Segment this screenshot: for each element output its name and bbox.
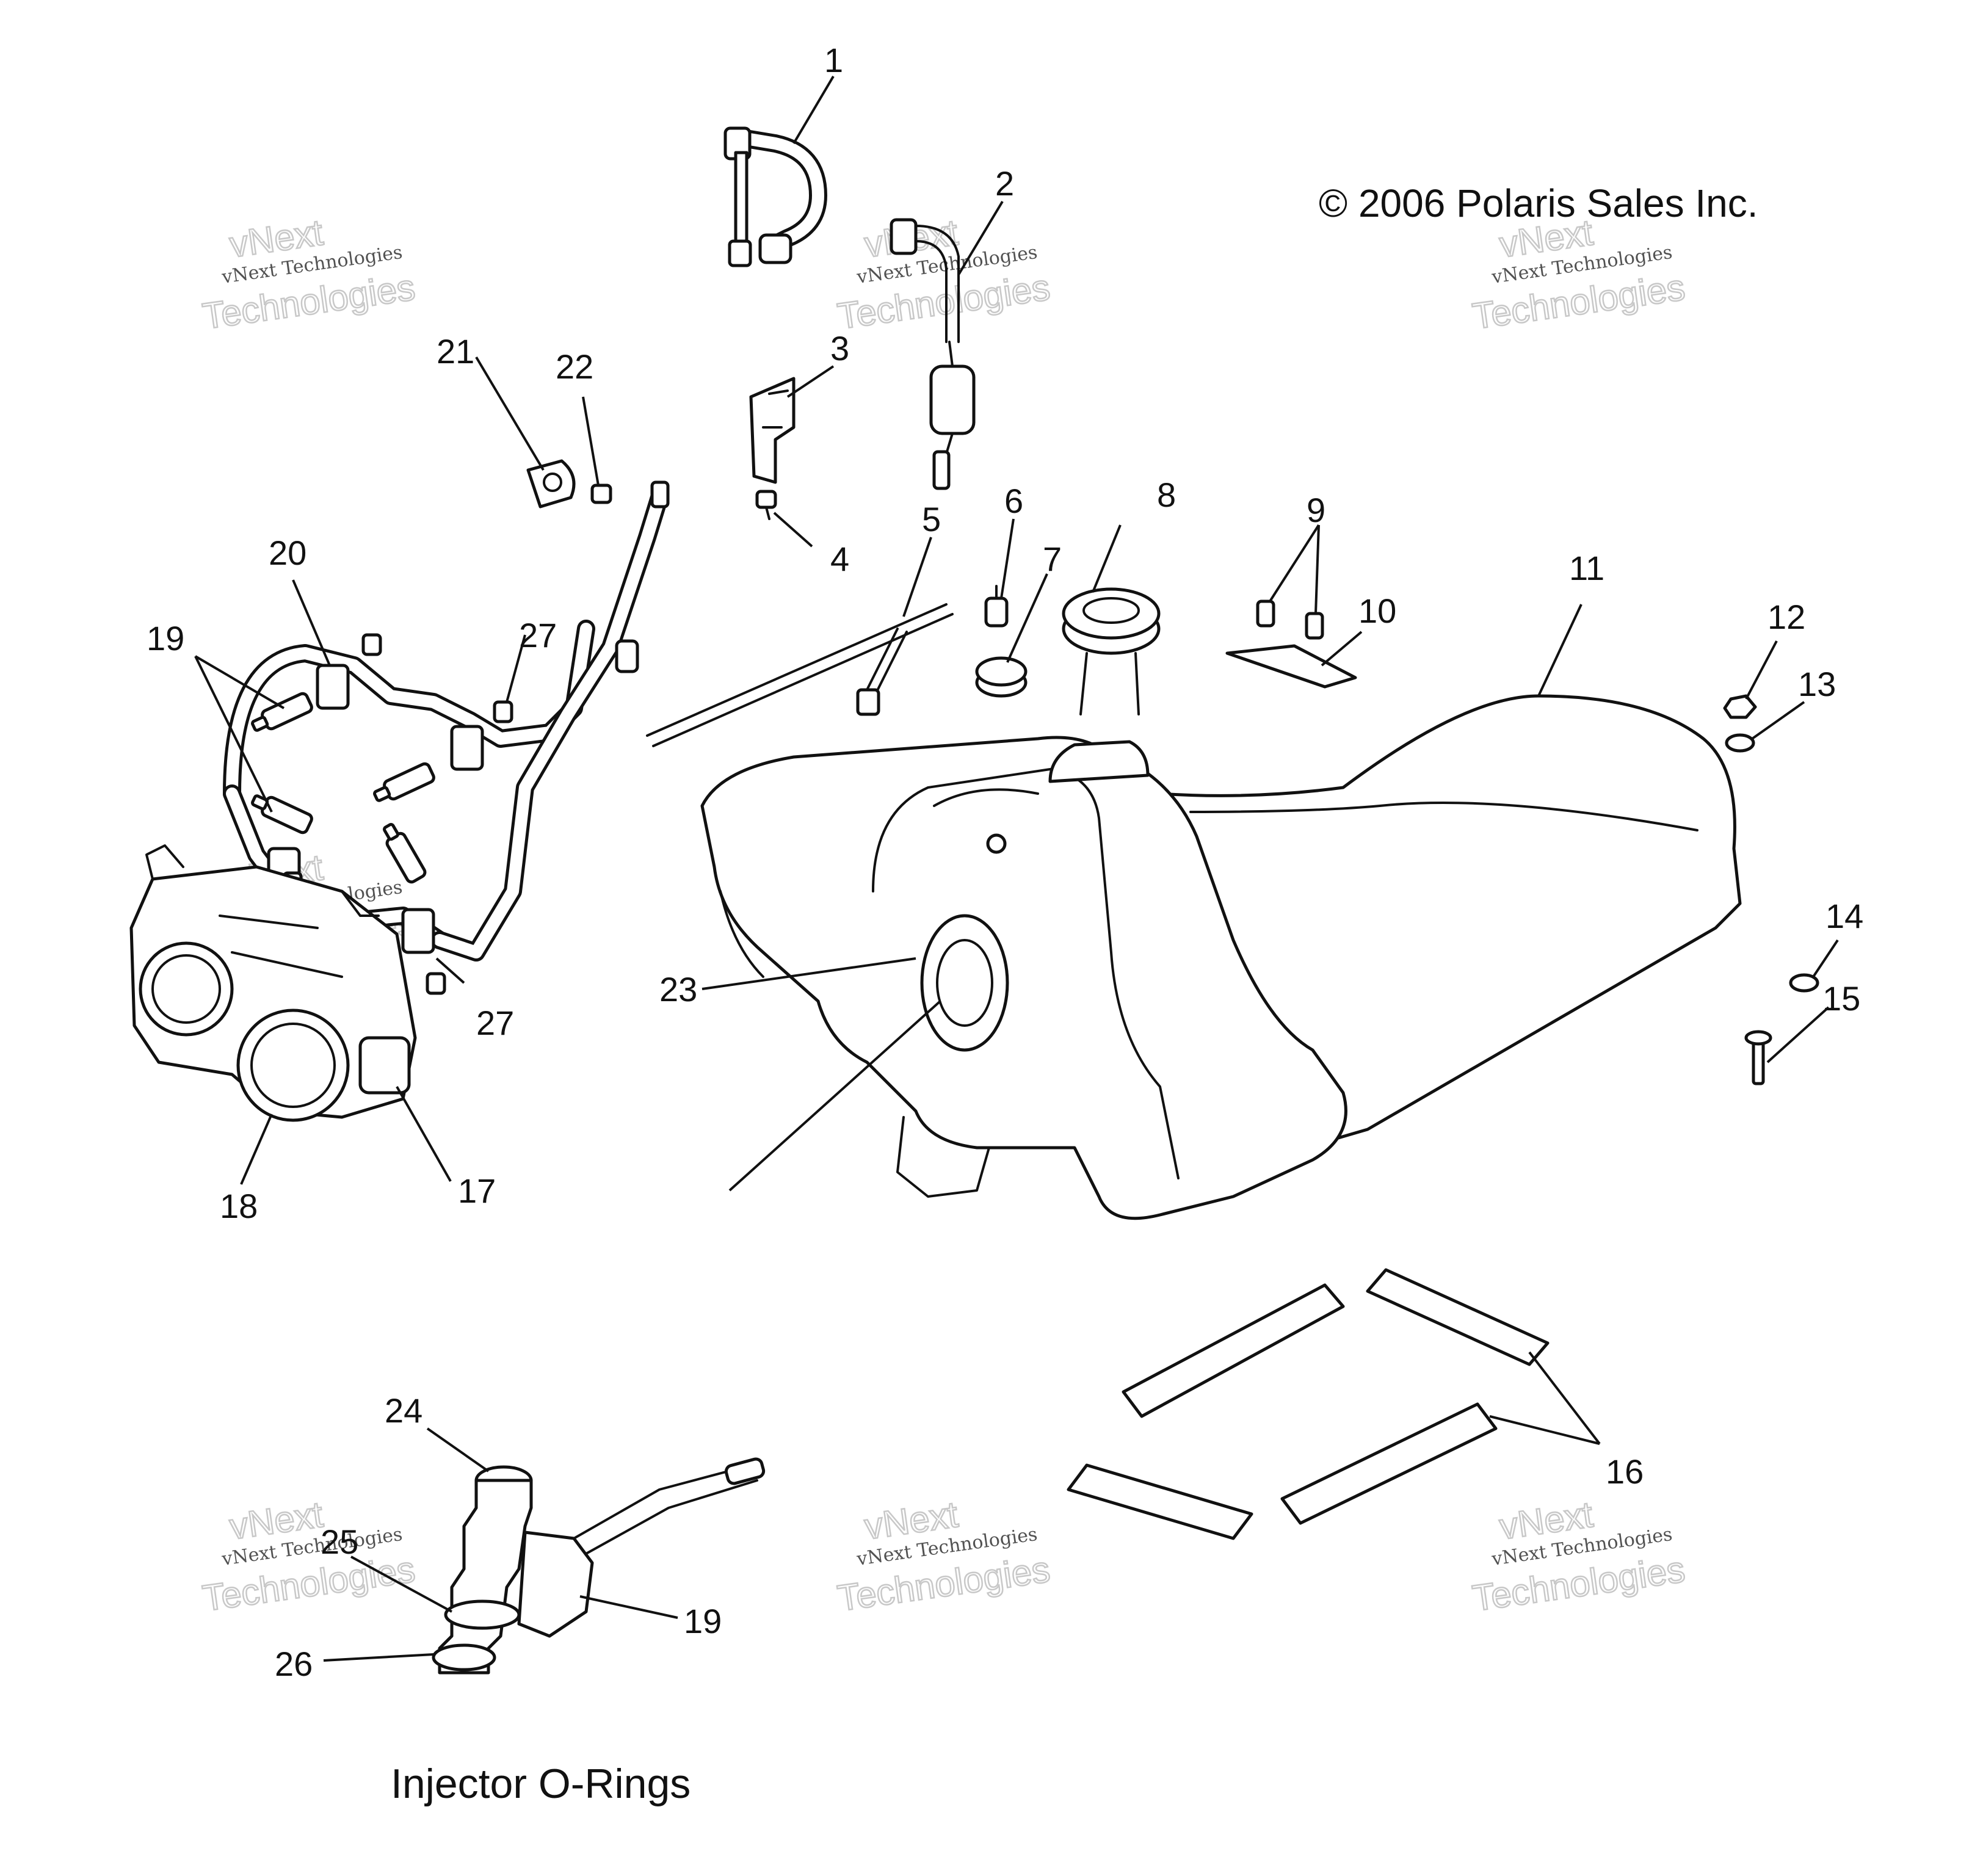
part-12-nut: [1723, 694, 1757, 719]
callout-24: 24: [385, 1391, 422, 1430]
callout-19: 19: [147, 619, 184, 657]
throttle-body: [129, 844, 417, 1122]
callout-2: 2: [995, 164, 1014, 203]
part-27-screw: [426, 972, 446, 995]
part-3-bracket: [749, 377, 796, 484]
callout-23: 23: [659, 970, 697, 1009]
callout-13: 13: [1798, 665, 1836, 703]
fuel-tank: [700, 736, 1347, 1220]
watermark: vNext vNext Technologies Technologies: [200, 1493, 419, 1620]
callout-6: 6: [1004, 482, 1023, 520]
detail-caption: Injector O-Rings: [391, 1761, 691, 1807]
callout-11: 11: [1569, 549, 1604, 587]
callout-12: 12: [1767, 598, 1805, 636]
watermark: vNext vNext Technologies Technologies: [835, 211, 1054, 338]
callout-7: 7: [1043, 540, 1062, 578]
callout-5: 5: [922, 500, 941, 538]
callout-27: 27: [519, 616, 557, 654]
leader-lines: [194, 75, 1839, 1662]
callout-1: 1: [824, 41, 843, 79]
callout-20: 20: [269, 534, 306, 572]
watermark: vNext vNext Technologies Technologies: [200, 211, 419, 338]
part-10-bracket: [1225, 644, 1357, 689]
callout-26: 26: [275, 1645, 313, 1683]
fuel-injector: [251, 794, 313, 835]
callout-15: 15: [1822, 979, 1860, 1018]
fuel-injector: [251, 692, 313, 732]
part-14-washer: [1789, 973, 1819, 993]
callout-27: 27: [476, 1004, 514, 1042]
callout-8: 8: [1157, 476, 1176, 514]
injector-o-rings-detail: [432, 1457, 766, 1675]
part-6-valve: [984, 585, 1009, 628]
watermark: vNext vNext Technologies Technologies: [1470, 211, 1689, 338]
part-22-screw: [590, 483, 612, 504]
part-2-fuel-filter: [890, 218, 976, 490]
callout-22: 22: [556, 347, 593, 386]
part-8-fuel-cap: [1062, 587, 1161, 715]
callout-16: 16: [1606, 1452, 1644, 1491]
callout-17: 17: [458, 1172, 496, 1210]
part-9-bolts: [1256, 599, 1324, 640]
part-7-grommet: [975, 656, 1028, 698]
fuel-injector: [383, 823, 427, 884]
part-1-fuel-hose: [723, 126, 827, 267]
callout-21: 21: [437, 332, 474, 371]
part-5-vent-line: [646, 603, 954, 747]
callout-10: 10: [1358, 592, 1396, 630]
callout-4: 4: [830, 540, 849, 578]
watermark: vNext vNext Technologies Technologies: [1470, 1493, 1689, 1620]
part-27-screw: [361, 633, 382, 656]
part-15-bolt: [1744, 1030, 1772, 1085]
callout-labels: 1 2 3 4 5 6 7 8 9 10 11 12 13 14 15 16 1…: [147, 41, 1863, 1683]
part-27-screw: [493, 700, 513, 723]
callout-25: 25: [321, 1523, 358, 1561]
callout-19: 19: [684, 1602, 722, 1640]
part-4-screw: [755, 490, 777, 520]
callout-18: 18: [220, 1187, 258, 1225]
watermark: vNext vNext Technologies Technologies: [835, 1493, 1054, 1620]
callout-9: 9: [1307, 491, 1325, 529]
part-16-pads: [1067, 1268, 1550, 1540]
part-13-washer: [1725, 733, 1755, 753]
part-21-clamp: [526, 459, 576, 509]
fuel-injector: [373, 762, 435, 802]
copyright-notice: © 2006 Polaris Sales Inc.: [1319, 181, 1758, 225]
callout-3: 3: [830, 329, 849, 368]
callout-14: 14: [1825, 897, 1863, 935]
